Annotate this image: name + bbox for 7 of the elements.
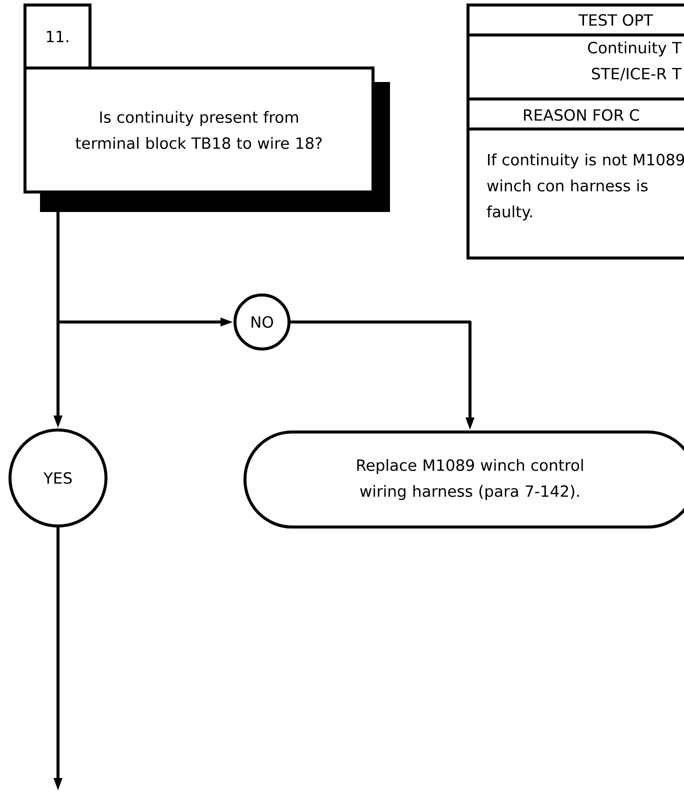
- question-box: Is continuity present from terminal block TB18 to wire 18?: [24, 66, 390, 212]
- action-terminal: Replace M1089 winch control wiring harness (para 7-142).: [244, 430, 684, 528]
- table-header: TEST OPT: [578, 14, 654, 26]
- table-header: REASON FOR C: [524, 109, 639, 121]
- table-cell: If continuity is not M1089 winch con harness is faulty.: [486, 154, 684, 220]
- step-number-box: 11.: [24, 4, 92, 70]
- table-cell: Continuity T STE/ICE-R T: [588, 42, 682, 81]
